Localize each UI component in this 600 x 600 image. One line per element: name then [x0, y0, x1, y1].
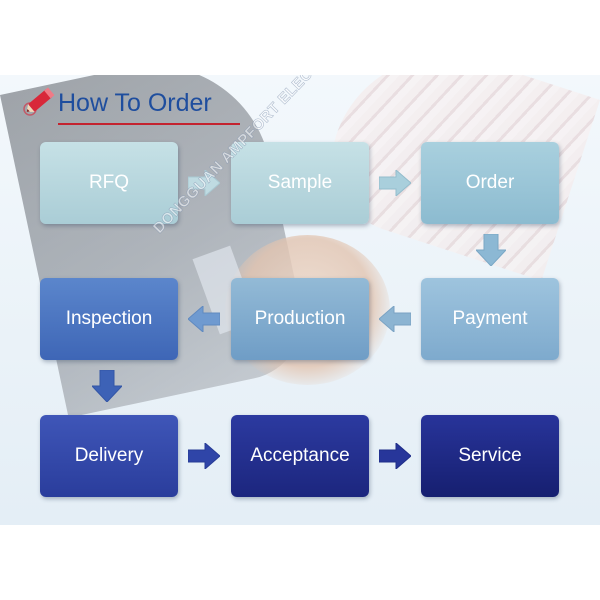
title-underline [58, 123, 240, 125]
arrow-right-icon [188, 443, 220, 469]
page-title: How To Order [58, 89, 212, 117]
step-sample: Sample [231, 142, 369, 224]
arrow-down-icon [476, 234, 506, 266]
step-acceptance: Acceptance [231, 415, 369, 497]
step-payment: Payment [421, 278, 559, 360]
step-order: Order [421, 142, 559, 224]
step-service: Service [421, 415, 559, 497]
arrow-right-icon [188, 170, 220, 196]
page-header: How To Order [22, 79, 240, 127]
step-production: Production [231, 278, 369, 360]
arrow-right-icon [379, 443, 411, 469]
step-inspection: Inspection [40, 278, 178, 360]
arrow-right-icon [379, 170, 411, 196]
step-delivery: Delivery [40, 415, 178, 497]
arrow-down-icon [92, 370, 122, 402]
step-rfq: RFQ [40, 142, 178, 224]
slide-canvas: How To Order RFQ Sample Order Inspection… [0, 75, 600, 525]
arrow-left-icon [188, 306, 220, 332]
arrow-left-icon [379, 306, 411, 332]
pencil-icon [23, 87, 55, 116]
